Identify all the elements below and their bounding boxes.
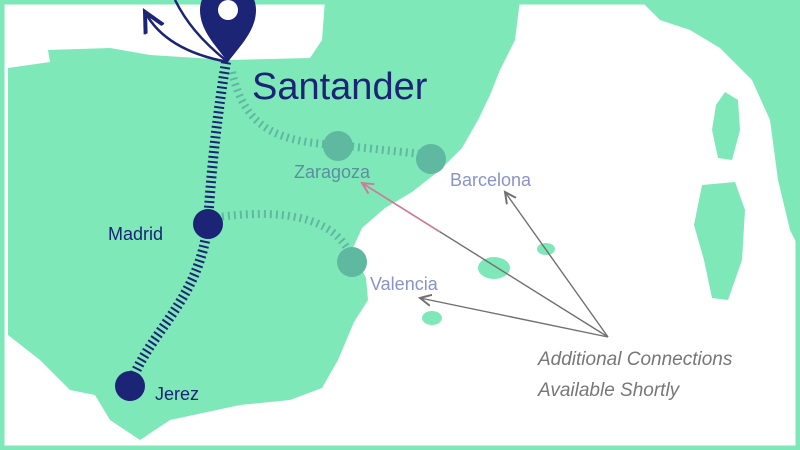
note-line-2: Available Shortly <box>538 380 680 401</box>
additional-connections-note: Additional Connections Available Shortly <box>538 344 732 406</box>
valencia-stop[interactable] <box>337 247 367 277</box>
arrow-to-barcelona <box>505 192 609 338</box>
sea-route-2 <box>173 0 229 63</box>
mallorca <box>478 257 510 279</box>
sea-route-1 <box>145 12 229 64</box>
italy-landmass <box>640 0 800 250</box>
future-route-madrid-valencia <box>209 210 356 260</box>
barcelona-stop[interactable] <box>416 144 446 174</box>
sardinia <box>694 182 745 300</box>
iberia-landmass <box>8 0 520 440</box>
ibiza <box>422 311 442 325</box>
arrow-to-zaragoza-pink <box>361 182 441 233</box>
note-line-1: Additional Connections <box>538 349 733 370</box>
barcelona-label: Barcelona <box>450 170 532 190</box>
jerez-stop[interactable] <box>115 371 145 401</box>
zaragoza-stop[interactable] <box>323 131 353 161</box>
zaragoza-label: Zaragoza <box>294 162 371 182</box>
hub-label: Santander <box>252 66 428 108</box>
valencia-label: Valencia <box>370 274 438 294</box>
arrow-to-valencia <box>420 298 609 338</box>
corsica <box>712 92 740 160</box>
jerez-label: Jerez <box>155 384 200 404</box>
map-pin-icon[interactable] <box>200 0 256 62</box>
madrid-label: Madrid <box>108 224 164 244</box>
madrid-stop[interactable] <box>193 209 223 239</box>
